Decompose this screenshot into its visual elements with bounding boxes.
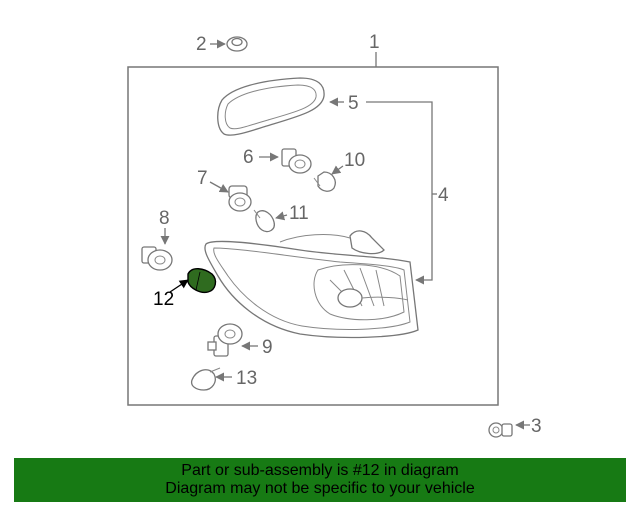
callout-10: 10 xyxy=(344,150,365,171)
part-9-socket[interactable] xyxy=(207,323,243,357)
leader-10 xyxy=(331,165,344,175)
part-7-socket[interactable] xyxy=(228,185,252,212)
callout-3: 3 xyxy=(531,416,542,437)
part-4-tail-lamp[interactable] xyxy=(204,230,419,339)
part-10-bulb[interactable] xyxy=(313,171,336,192)
part-2-clip[interactable] xyxy=(226,36,248,52)
part-3-fastener[interactable] xyxy=(488,422,513,438)
callout-4: 4 xyxy=(438,185,449,206)
callout-8: 8 xyxy=(159,208,170,229)
part-13-bulb[interactable] xyxy=(190,367,221,391)
info-banner: Part or sub-assembly is #12 in diagram D… xyxy=(14,458,626,502)
callout-11: 11 xyxy=(289,203,309,224)
leader-4-bracket xyxy=(366,101,433,285)
part-6-socket[interactable] xyxy=(281,148,312,174)
assembly-frame xyxy=(127,66,499,406)
banner-line-1: Part or sub-assembly is #12 in diagram xyxy=(181,462,459,479)
parts-diagram: 1 2 5 4 6 10 7 11 8 xyxy=(127,32,542,438)
leader-11 xyxy=(275,211,288,221)
leader-7 xyxy=(209,181,229,193)
callout-6: 6 xyxy=(243,147,254,168)
callout-13: 13 xyxy=(236,368,257,389)
callout-5: 5 xyxy=(348,93,359,114)
callout-12: 12 xyxy=(153,289,174,310)
part-8-socket[interactable] xyxy=(141,246,173,271)
callout-2: 2 xyxy=(196,34,207,55)
callout-9: 9 xyxy=(262,337,273,358)
leader-12 xyxy=(169,279,189,293)
part-12-bulb-highlighted[interactable] xyxy=(187,268,217,294)
part-11-bulb[interactable] xyxy=(253,209,275,233)
banner-line-2: Diagram may not be specific to your vehi… xyxy=(165,480,475,497)
part-5-gasket[interactable] xyxy=(217,77,325,136)
callout-7: 7 xyxy=(197,168,208,189)
callout-1: 1 xyxy=(369,32,380,53)
